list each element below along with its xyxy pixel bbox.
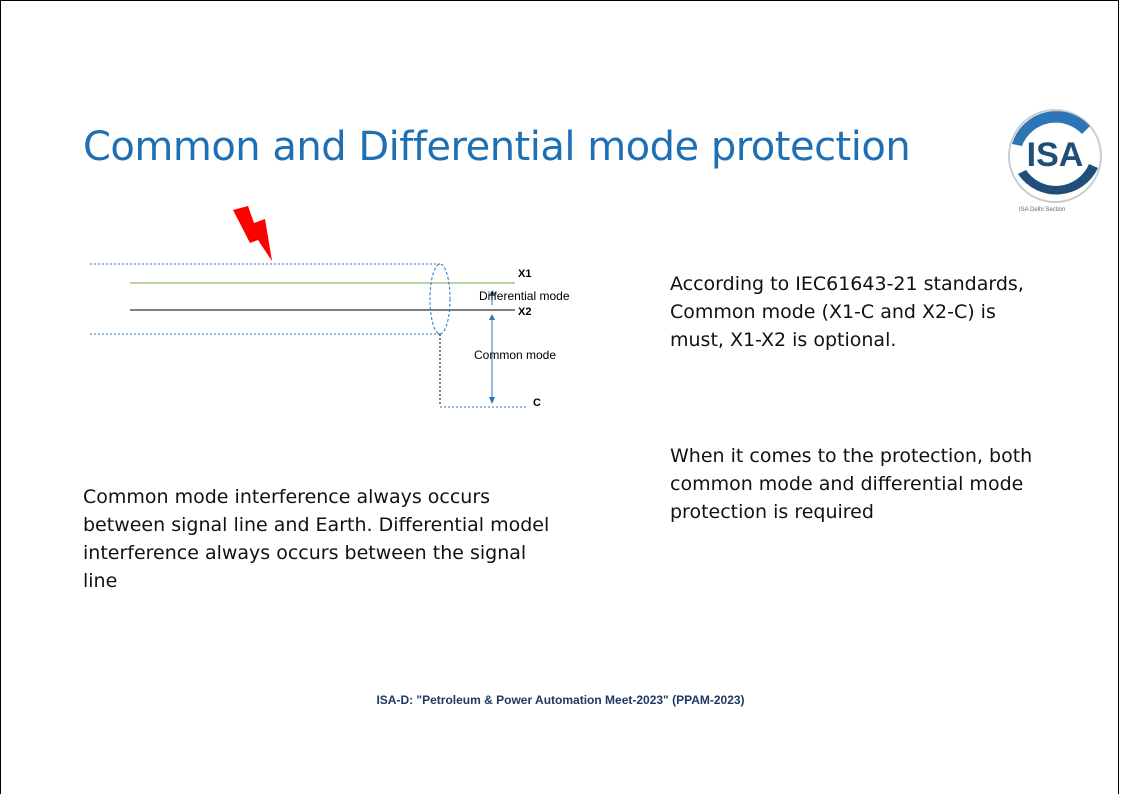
logo-caption: ISA Delhi Section — [1019, 207, 1066, 213]
isa-logo: ISA — [1008, 109, 1102, 203]
label-differential-mode: Differential mode — [479, 289, 570, 303]
label-common-mode: Common mode — [474, 348, 557, 362]
right-paragraph-protection: When it comes to the protection, both co… — [670, 445, 1033, 523]
slide-title: Common and Differential mode protection — [83, 124, 911, 170]
slide-footer: ISA-D: "Petroleum & Power Automation Mee… — [376, 693, 745, 707]
label-x1: X1 — [518, 268, 532, 280]
label-c: C — [533, 397, 541, 409]
left-paragraph: Common mode interference always occurs b… — [83, 486, 550, 592]
label-x2: X2 — [518, 306, 532, 318]
isa-logo-text: ISA — [1027, 136, 1084, 174]
right-paragraph-standards: According to IEC61643-21 standards, Comm… — [670, 273, 1024, 351]
